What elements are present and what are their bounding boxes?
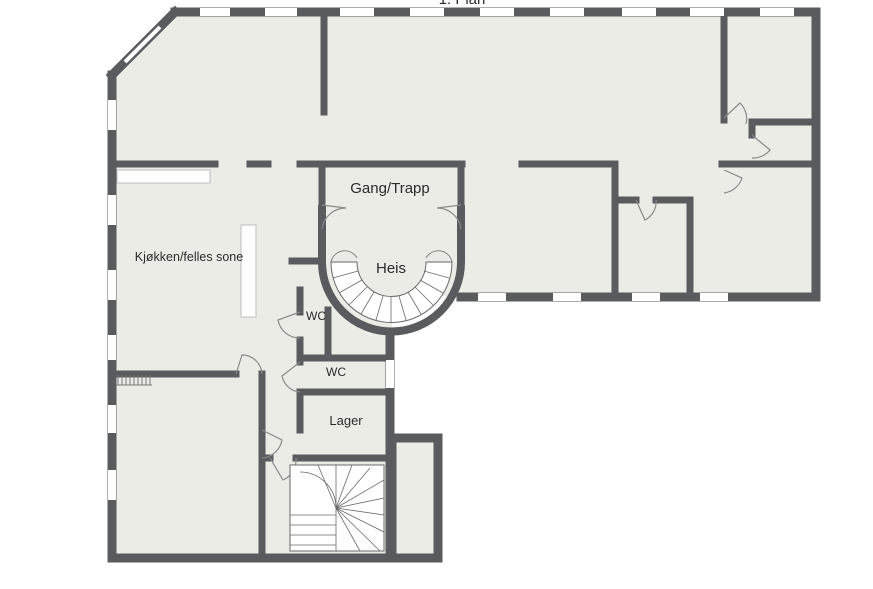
room-label-wc-2: WC [326,365,346,379]
floor-title: 1. Plan [439,0,486,8]
room-label-gang-trapp: Gang/Trapp [350,180,430,197]
room-label-lager: Lager [329,413,363,428]
spiral-stair-top [330,250,453,323]
kitchen-counter [116,169,211,184]
floor-area [112,12,815,558]
coat-rack [116,375,152,386]
elevator-shaft [318,205,465,336]
corner-window [123,25,162,64]
furniture [116,169,257,386]
interior-walls [108,12,820,562]
kitchen-island [240,224,257,318]
windows [108,8,794,500]
room-labels: Gang/Trapp Heis Kjøkken/felles sone WC W… [135,180,430,428]
spiral-stair-bottom [289,464,385,552]
room-label-wc-1: WC [306,309,326,323]
doors [235,102,771,481]
room-label-kjokken: Kjøkken/felles sone [135,250,243,264]
room-label-heis: Heis [376,260,406,277]
